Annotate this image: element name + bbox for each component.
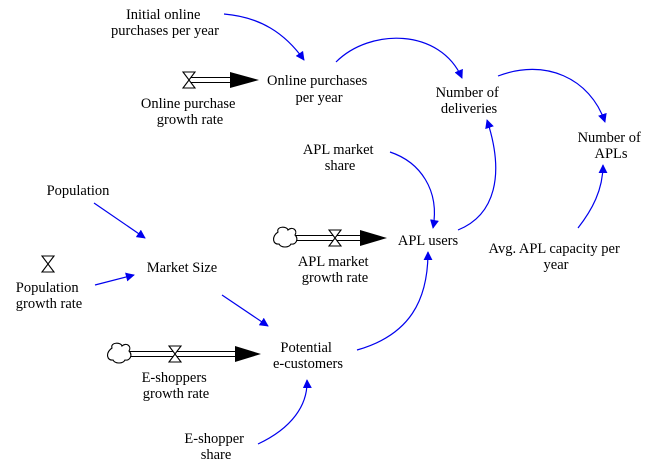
- link-online-purchases-to-deliveries: [335, 37, 463, 79]
- hourglass-valve-icon: [167, 345, 183, 363]
- cloud-source-icon: [107, 342, 132, 364]
- link-eshopper-share-to-potential: [257, 379, 312, 445]
- label-eshopper-share: E-shopper share: [184, 431, 247, 463]
- label-population-growth: Population growth rate: [16, 280, 82, 312]
- label-number-of-apls: Number of APLs: [578, 130, 645, 162]
- link-market-size-to-potential: [221, 294, 269, 327]
- flow-arrowhead: [230, 72, 259, 88]
- link-potential-to-apl-users: [356, 251, 433, 351]
- flow-apl-market-growth: [273, 226, 387, 248]
- label-population: Population: [47, 183, 111, 199]
- label-apl-market-growth: APL market growth rate: [298, 254, 372, 286]
- flow-online-purchase-growth: [181, 71, 259, 89]
- link-population-growth-to-market-size: [94, 272, 135, 286]
- label-apl-market-share: APL market share: [303, 142, 377, 174]
- link-initial-to-online-purchases: [223, 13, 305, 61]
- label-market-size: Market Size: [147, 260, 217, 276]
- flow-arrowhead: [360, 230, 387, 246]
- hourglass-valve-icon: [40, 255, 56, 273]
- auxiliary-population-growth: [40, 255, 56, 273]
- label-online-purchase-growth: Online purchase growth rate: [141, 96, 239, 128]
- causal-links: [93, 13, 608, 445]
- link-apl-users-to-deliveries: [457, 119, 497, 231]
- label-apl-users: APL users: [398, 233, 459, 249]
- link-apl-share-to-apl-users: [389, 151, 439, 229]
- label-initial-online-purchases: Initial online purchases per year: [111, 7, 219, 39]
- hourglass-valve-icon: [327, 229, 343, 247]
- link-deliveries-to-apls: [497, 68, 607, 123]
- cloud-source-icon: [273, 226, 298, 248]
- label-potential-ecustomers: Potential e-customers: [273, 340, 343, 372]
- label-avg-apl-capacity: Avg. APL capacity per year: [489, 241, 624, 273]
- flow-eshoppers-growth: [107, 342, 261, 364]
- link-population-to-market-size: [93, 202, 146, 239]
- flow-arrowhead: [235, 346, 261, 362]
- hourglass-valve-icon: [181, 71, 197, 89]
- label-eshoppers-growth: E-shoppers growth rate: [142, 370, 211, 402]
- label-number-of-deliveries: Number of deliveries: [436, 85, 503, 117]
- label-online-purchases: Online purchases per year: [267, 73, 371, 106]
- link-avg-capacity-to-apls: [577, 164, 608, 229]
- variable-labels: Initial online purchases per year Online…: [16, 7, 645, 463]
